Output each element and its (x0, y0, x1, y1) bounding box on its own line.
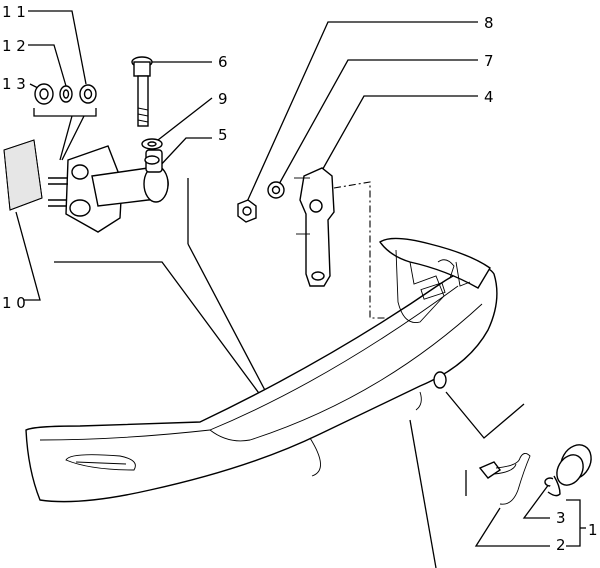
callout-3: 3 (556, 509, 566, 527)
callout-10: 1 0 (2, 294, 26, 312)
callout-13: 1 3 (2, 75, 26, 93)
callout-8: 8 (484, 14, 494, 32)
washer-7 (267, 181, 285, 199)
nut-8 (237, 199, 257, 223)
callout-7: 7 (484, 52, 494, 70)
reflector-3 (544, 444, 592, 497)
pad-10 (3, 139, 43, 211)
wiring-2 (478, 453, 531, 505)
bumper-body (25, 237, 498, 503)
bracket-4 (294, 167, 335, 287)
washer-9 (141, 138, 163, 165)
callout-2: 2 (556, 536, 566, 554)
callout-6: 6 (218, 53, 228, 71)
mounting-bracket (48, 145, 169, 233)
callout-4: 4 (484, 88, 494, 106)
bolt-6 (131, 56, 153, 127)
callout-12: 1 2 (2, 37, 26, 55)
nut-11 (79, 84, 97, 104)
nut-13 (34, 83, 54, 105)
callout-9: 9 (218, 90, 228, 108)
callout-1: 1 (588, 521, 598, 539)
callout-5: 5 (218, 126, 228, 144)
washer-12 (59, 85, 73, 103)
alignment-lines (333, 181, 390, 319)
callout-11: 1 1 (2, 3, 26, 21)
leader-lines (15, 10, 586, 568)
